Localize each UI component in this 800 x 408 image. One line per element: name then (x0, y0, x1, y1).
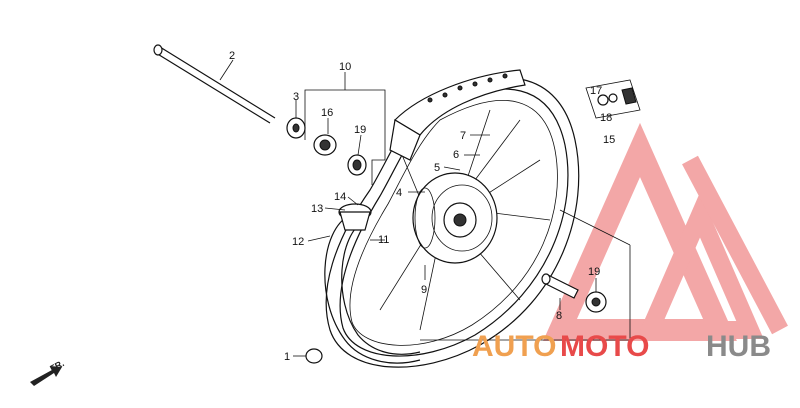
tube-and-rim-band (324, 203, 421, 364)
label-7: 7 (460, 130, 466, 142)
direction-label: FR. (48, 358, 65, 374)
watermark-moto: MOTO (560, 330, 649, 363)
dust-seal-upper (347, 154, 367, 176)
axle-collar (286, 117, 306, 139)
dust-seal-lower (585, 291, 607, 313)
label-1: 1 (284, 351, 290, 363)
label-14: 14 (334, 191, 346, 203)
bracket-10 (304, 89, 386, 185)
label-15: 15 (603, 134, 615, 146)
leader-lines (219, 59, 597, 357)
label-11: 11 (378, 234, 389, 246)
watermark-text: AUTO MOTO HUB (472, 330, 771, 363)
front-direction-arrow: FR. (30, 358, 66, 386)
label-8: 8 (556, 310, 562, 322)
label-2: 2 (229, 50, 235, 62)
valve-nut (305, 348, 323, 364)
distance-collar (541, 273, 579, 299)
bracket-right (420, 209, 631, 341)
label-10: 10 (339, 61, 351, 73)
label-19b: 19 (588, 266, 600, 278)
spoke-nipple-kit (585, 79, 641, 119)
label-9: 9 (421, 284, 427, 296)
axle (153, 44, 276, 124)
label-5: 5 (434, 162, 440, 174)
label-16: 16 (321, 107, 333, 119)
label-19a: 19 (354, 124, 366, 136)
watermark-logo (543, 122, 788, 341)
tire-tread-cutaway (389, 69, 526, 161)
wheel-hub (412, 172, 498, 264)
label-12: 12 (292, 236, 304, 248)
label-17: 17 (590, 85, 602, 97)
watermark-auto: AUTO (472, 330, 556, 363)
part-number-labels: 2 3 10 16 19 7 6 5 4 14 13 12 11 9 1 17 … (229, 50, 615, 363)
label-3: 3 (293, 91, 299, 103)
label-18: 18 (600, 112, 612, 124)
label-13: 13 (311, 203, 323, 215)
label-6: 6 (453, 149, 459, 161)
watermark-hub: HUB (706, 330, 771, 363)
wheel-tire (325, 77, 580, 368)
bearing-16 (313, 134, 337, 156)
label-4: 4 (396, 187, 402, 199)
